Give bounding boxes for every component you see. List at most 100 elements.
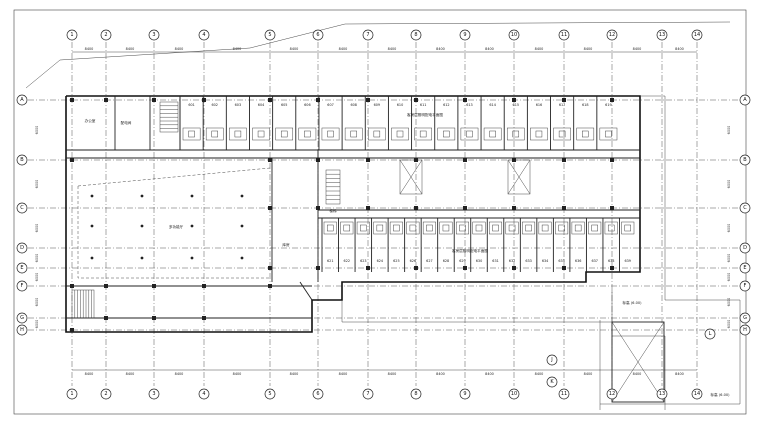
axis-bottom-1-label: 1 <box>70 391 73 397</box>
column-45 <box>152 316 156 320</box>
fixture-n-602 <box>211 130 218 138</box>
room-number-n-615: 615 <box>513 103 519 107</box>
axis-bottom-5-circle <box>264 388 276 400</box>
fixture-s-625 <box>393 224 400 232</box>
bath-s-636 <box>571 221 585 235</box>
axis-top-4-circle <box>198 29 210 41</box>
column-40 <box>152 284 156 288</box>
axis-bottom-7-circle <box>362 388 374 400</box>
column-15 <box>316 158 320 162</box>
column-25 <box>414 206 418 210</box>
axis-top-6-label: 6 <box>316 32 319 38</box>
hall-light-1-1 <box>90 194 94 198</box>
sheet-frame <box>13 9 747 415</box>
dim-top-8: 8400 <box>436 47 445 51</box>
bath-s-630 <box>472 221 486 235</box>
room-number-s-626: 626 <box>410 259 416 263</box>
bath-s-639 <box>621 221 635 235</box>
room-number-n-602: 602 <box>211 103 217 107</box>
fixture-n-614 <box>489 130 496 138</box>
dim-right-7: 6000 <box>727 320 731 329</box>
axis-right-E-circle <box>739 262 751 274</box>
axis-top-7-circle <box>362 29 374 41</box>
room-number-s-638: 638 <box>608 259 614 263</box>
bath-n-604 <box>252 127 270 141</box>
room-number-s-628: 628 <box>443 259 449 263</box>
axis-right-C-label: C <box>743 205 747 211</box>
axis-top-10-label: 10 <box>511 32 517 38</box>
fixture-s-635 <box>558 224 565 232</box>
column-46 <box>202 316 206 320</box>
column-9 <box>463 98 467 102</box>
fixture-s-629 <box>459 224 466 232</box>
column-12 <box>610 98 614 102</box>
room-number-n-605: 605 <box>281 103 287 107</box>
axis-top-12-circle <box>606 29 618 41</box>
fixture-s-622 <box>343 224 351 232</box>
axis-right-B-label: B <box>743 157 747 163</box>
axis-left-B-label: B <box>20 157 24 163</box>
axis-bottom-10-label: 10 <box>511 391 517 397</box>
dim-left-6: 6000 <box>35 298 39 307</box>
axis-bottom-13-label: 13 <box>659 391 665 397</box>
axis-bottom-9-circle <box>459 388 471 400</box>
axis-top-11-label: 11 <box>561 32 567 38</box>
fixture-s-639 <box>624 224 631 232</box>
axis-top-5-circle <box>264 29 276 41</box>
fixture-s-631 <box>492 224 499 232</box>
dim-bottom-5: 8400 <box>290 372 299 376</box>
distribution-room-label: 配电间 <box>121 120 132 125</box>
bath-s-635 <box>555 221 569 235</box>
bath-n-606 <box>298 127 317 141</box>
axis-top-5-label: 5 <box>268 32 271 38</box>
column-43 <box>70 328 74 332</box>
column-22 <box>268 206 272 210</box>
column-17 <box>414 158 418 162</box>
dim-top-2: 8400 <box>126 47 135 51</box>
axis-extra-J-label: J <box>550 357 552 363</box>
axis-extra-L-label: L <box>709 331 712 337</box>
axis-bottom-3-circle <box>148 388 160 400</box>
axis-bottom-8-circle <box>410 388 422 400</box>
bath-s-625 <box>389 221 403 235</box>
site-boundary-line <box>25 21 731 89</box>
column-8 <box>414 98 418 102</box>
axis-extra-L-circle <box>704 328 716 340</box>
column-13 <box>70 158 74 162</box>
bath-s-621 <box>323 221 337 235</box>
dim-bottom-6: 8400 <box>339 372 348 376</box>
hall-light-4-3 <box>240 256 244 260</box>
axis-right-G-circle <box>739 312 751 324</box>
bath-n-612 <box>437 127 456 141</box>
axis-bottom-9-label: 9 <box>463 391 466 397</box>
column-14 <box>268 158 272 162</box>
column-20 <box>562 158 566 162</box>
axis-top-11-circle <box>558 29 570 41</box>
stair-label: 楼梯 <box>329 208 337 213</box>
room-number-s-634: 634 <box>542 259 548 263</box>
fixture-s-623 <box>360 224 367 232</box>
dim-left-5: 6000 <box>35 273 39 282</box>
axis-left-B-circle <box>16 154 28 166</box>
dim-bottom-10: 8400 <box>535 372 544 376</box>
column-19 <box>512 158 516 162</box>
hall-light-1-2 <box>90 224 94 228</box>
bath-n-603 <box>229 127 247 141</box>
fixture-n-617 <box>558 130 566 138</box>
fixture-s-632 <box>508 224 516 232</box>
office-label: 办公室 <box>85 118 96 123</box>
hall-light-4-2 <box>240 224 244 228</box>
hall-light-2-1 <box>140 194 144 198</box>
dim-right-1: 6000 <box>727 126 731 135</box>
column-24 <box>366 206 370 210</box>
room-number-s-636: 636 <box>575 259 581 263</box>
room-number-s-632: 632 <box>509 259 515 263</box>
store-label: 库房 <box>282 242 290 247</box>
fixture-n-601 <box>188 130 195 138</box>
column-34 <box>463 266 467 270</box>
axis-bottom-8-label: 8 <box>414 391 417 397</box>
dim-top-3: 8400 <box>175 47 184 51</box>
hall-light-3-3 <box>190 256 194 260</box>
